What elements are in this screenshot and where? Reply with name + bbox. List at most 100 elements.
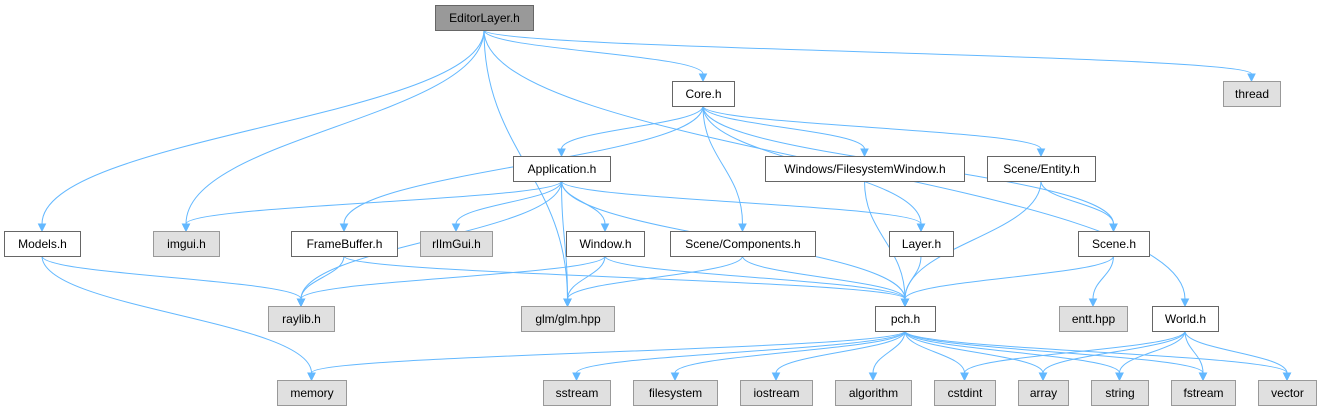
edge-window-to-raylib xyxy=(300,255,606,300)
node-label: filesystem xyxy=(649,386,702,400)
node-box xyxy=(566,231,645,257)
node-pch[interactable]: pch.h xyxy=(875,306,936,332)
edge-models-to-raylib xyxy=(41,255,302,300)
node-scene[interactable]: Scene.h xyxy=(1078,231,1150,257)
node-label: World.h xyxy=(1165,312,1206,326)
node-label: fstream xyxy=(1183,386,1223,400)
edge-framebuffer-to-raylib xyxy=(300,255,345,300)
node-imgui: imgui.h xyxy=(153,231,220,257)
arrowhead-world-to-cstdint xyxy=(960,372,969,382)
edge-editorlayer-to-thread xyxy=(483,29,1252,75)
node-box xyxy=(934,380,996,406)
node-label: Windows/FilesystemWindow.h xyxy=(784,162,945,176)
edge-window-to-glm xyxy=(567,255,606,300)
node-label: Models.h xyxy=(18,237,67,251)
edge-pch-to-filesystem xyxy=(674,330,906,374)
node-scene-components[interactable]: Scene/Components.h xyxy=(670,231,816,257)
node-box xyxy=(835,380,912,406)
edge-pch-to-array xyxy=(904,330,1044,374)
edge-pch-to-fstream xyxy=(904,330,1204,374)
node-scene-entity[interactable]: Scene/Entity.h xyxy=(987,156,1096,182)
node-box xyxy=(875,306,936,332)
node-memory: memory xyxy=(277,380,347,406)
node-label: FrameBuffer.h xyxy=(307,237,383,251)
arrowhead-pch-to-iostream xyxy=(771,372,781,382)
node-application[interactable]: Application.h xyxy=(513,156,611,182)
node-label: rlImGui.h xyxy=(432,237,481,251)
node-label: Window.h xyxy=(579,237,631,251)
arrowhead-editorlayer-to-models xyxy=(37,223,47,233)
node-box xyxy=(670,231,816,257)
edge-core-to-scene_entity xyxy=(702,105,1042,150)
arrowhead-window-to-raylib xyxy=(296,298,306,308)
node-box xyxy=(291,231,398,257)
node-algorithm: algorithm xyxy=(835,380,912,406)
edge-pch-to-vector xyxy=(904,330,1288,374)
node-label: Scene/Components.h xyxy=(685,237,800,251)
arrowhead-application-to-imgui xyxy=(181,223,191,233)
edge-scene_entity-to-pch xyxy=(904,180,1042,300)
node-box xyxy=(1059,306,1128,332)
edge-core-to-application xyxy=(561,105,704,150)
node-framebuffer[interactable]: FrameBuffer.h xyxy=(291,231,398,257)
node-label: sstream xyxy=(556,386,599,400)
arrowhead-scene_components-to-glm xyxy=(563,298,572,308)
arrowhead-application-to-layer xyxy=(916,223,926,233)
node-label: Layer.h xyxy=(902,237,941,251)
edge-core-to-windows_fs xyxy=(702,105,865,150)
node-box xyxy=(987,156,1096,182)
node-cstdint: cstdint xyxy=(934,380,996,406)
node-layer[interactable]: Layer.h xyxy=(889,231,954,257)
node-models[interactable]: Models.h xyxy=(4,231,81,257)
edge-world-to-fstream xyxy=(1184,330,1204,374)
arrowhead-world-to-vector xyxy=(1282,372,1292,382)
node-label: algorithm xyxy=(849,386,898,400)
node-raylib: raylib.h xyxy=(268,306,335,332)
node-label: entt.hpp xyxy=(1072,312,1116,326)
node-box xyxy=(277,380,347,406)
arrowhead-editorlayer-to-thread xyxy=(1247,73,1256,83)
node-window[interactable]: Window.h xyxy=(566,231,645,257)
node-box xyxy=(889,231,954,257)
edge-pch-to-sstream xyxy=(576,330,906,374)
arrowhead-scene-to-pch xyxy=(900,298,910,308)
arrowhead-world-to-string xyxy=(1115,372,1124,382)
edge-application-to-glm xyxy=(561,180,568,300)
node-filesystem: filesystem xyxy=(633,380,718,406)
node-box xyxy=(1078,231,1150,257)
edge-application-to-rlimgui xyxy=(455,180,562,225)
arrowhead-core-to-scene_entity xyxy=(1036,148,1046,158)
node-box xyxy=(268,306,335,332)
node-string: string xyxy=(1091,380,1149,406)
node-array: array xyxy=(1018,380,1069,406)
edge-pch-to-algorithm xyxy=(872,330,906,374)
arrowhead-world-to-array xyxy=(1038,372,1048,382)
edge-core-to-scene_components xyxy=(702,105,743,225)
node-label: string xyxy=(1105,386,1134,400)
node-box xyxy=(740,380,813,406)
node-box xyxy=(1018,380,1069,406)
edge-windows_fs-to-pch xyxy=(864,180,906,300)
edge-scene_components-to-pch xyxy=(742,255,906,300)
node-windows-fs[interactable]: Windows/FilesystemWindow.h xyxy=(765,156,965,182)
node-label: EditorLayer.h xyxy=(449,11,520,25)
arrowhead-editorlayer-to-core xyxy=(698,73,708,83)
arrowhead-pch-to-filesystem xyxy=(670,372,680,382)
node-label: vector xyxy=(1271,386,1304,400)
node-box xyxy=(633,380,718,406)
node-label: glm/glm.hpp xyxy=(535,312,601,326)
node-box xyxy=(1091,380,1149,406)
edge-scene-to-entt xyxy=(1092,255,1114,300)
node-box xyxy=(1152,306,1219,332)
edge-world-to-cstdint xyxy=(964,330,1186,374)
node-world[interactable]: World.h xyxy=(1152,306,1219,332)
arrowhead-editorlayer-to-world xyxy=(1180,298,1190,308)
node-label: Core.h xyxy=(685,87,721,101)
edge-application-to-imgui xyxy=(185,180,562,225)
node-core[interactable]: Core.h xyxy=(672,81,735,107)
edge-editorlayer-to-models xyxy=(41,29,485,225)
arrowhead-pch-to-algorithm xyxy=(868,372,878,382)
node-editorlayer[interactable]: EditorLayer.h xyxy=(435,5,534,31)
